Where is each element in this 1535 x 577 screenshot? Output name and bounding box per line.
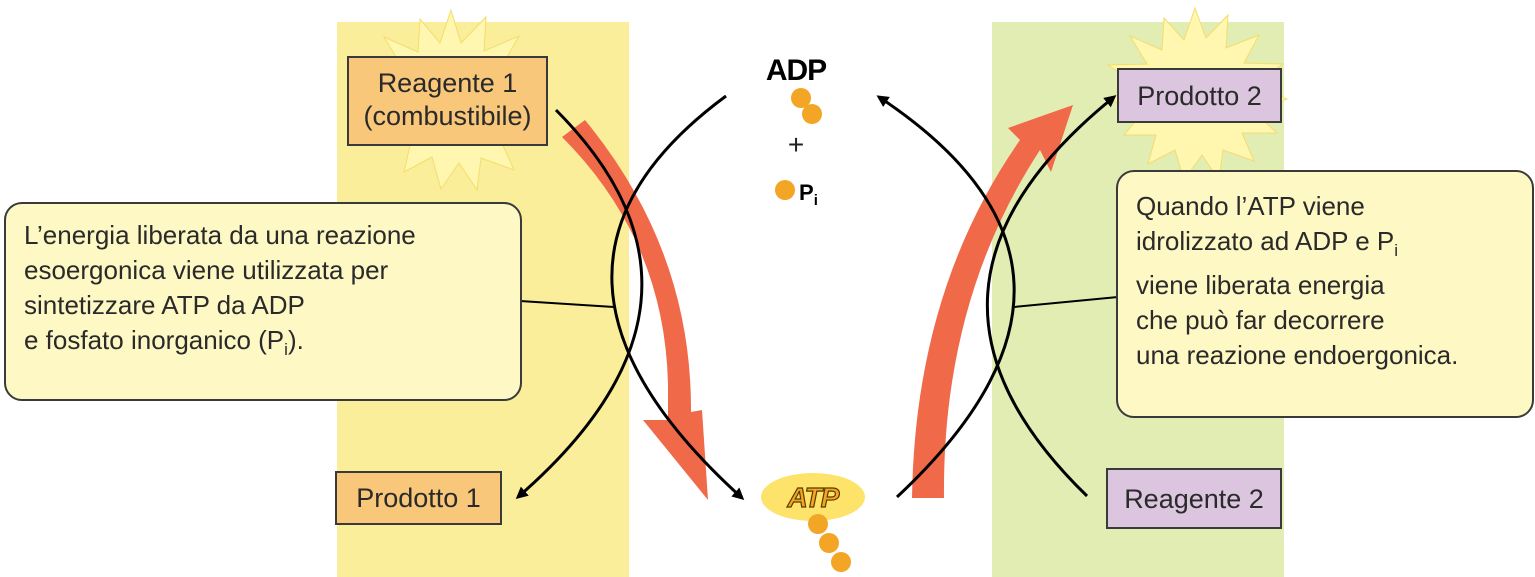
reagente-1-sublabel: (combustibile) [363,101,532,131]
callout-left-line-1: L’energia liberata da una reazione [24,220,416,250]
callout-left-line-4-end: ). [287,325,304,355]
atp-phosphate-1 [808,514,828,534]
callout-right-line-5: una reazione endoergonica. [1136,340,1459,371]
adp-phosphate-2 [802,104,822,124]
pi-label: Pi [799,180,818,209]
callout-pointer-left [519,300,615,308]
callout-right-line-2-text: idrolizzato ad ADP e P [1136,226,1395,256]
prodotto-1-label: Prodotto 1 [356,483,481,513]
atp-phosphate-2 [819,533,839,553]
reagente-2-box: Reagente 2 [1106,468,1282,529]
adp-label: ADP [766,54,826,87]
arrow-reagente2-to-prodotto2 [985,95,1117,498]
atp-phosphate-3 [831,552,851,572]
callout-left-line-3: sintetizzare ATP da ADP [24,290,305,320]
adp-phosphate-1 [791,88,811,108]
callout-right: Quando l’ATP viene idrolizzato ad ADP e … [1116,170,1534,418]
arrow-atp-to-adp [876,95,1016,499]
callout-right-subscript: i [1394,241,1399,261]
callout-right-line-1: Quando l’ATP viene [1136,191,1365,221]
reagente-1-box: Reagente 1 (combustibile) [347,56,548,146]
callout-right-line-4: che può far decorrere [1136,305,1385,336]
reagente-1-label: Reagente 1 [377,68,518,98]
energy-arrow-left [562,120,708,500]
prodotto-2-box: Prodotto 2 [1117,68,1282,123]
callout-left-line-4: e fosfato inorganico (Pi). [24,323,502,367]
arrow-adp-to-atp [610,94,745,501]
pi-phosphate [775,180,795,200]
callout-left-line-4-text: e fosfato inorganico (P [24,325,285,355]
prodotto-2-label: Prodotto 2 [1137,81,1262,111]
callout-right-line-2: idrolizzato ad ADP e Pi [1136,224,1514,268]
energy-arrow-right [912,105,1073,498]
atp-label: ATP [787,482,840,513]
reagente-2-label: Reagente 2 [1124,484,1264,514]
atp-glow [761,473,865,521]
callout-left: L’energia liberata da una reazione esoer… [4,202,522,401]
arrow-reagente1-to-prodotto1 [515,108,644,499]
plus-sign: + [788,129,804,160]
callout-pointer-right [1013,296,1119,308]
callout-left-subscript: i [284,340,288,360]
callout-left-line-2: esoergonica viene utilizzata per [24,255,389,285]
prodotto-1-box: Prodotto 1 [335,471,502,525]
callout-right-line-3: viene liberata energia [1136,270,1385,301]
